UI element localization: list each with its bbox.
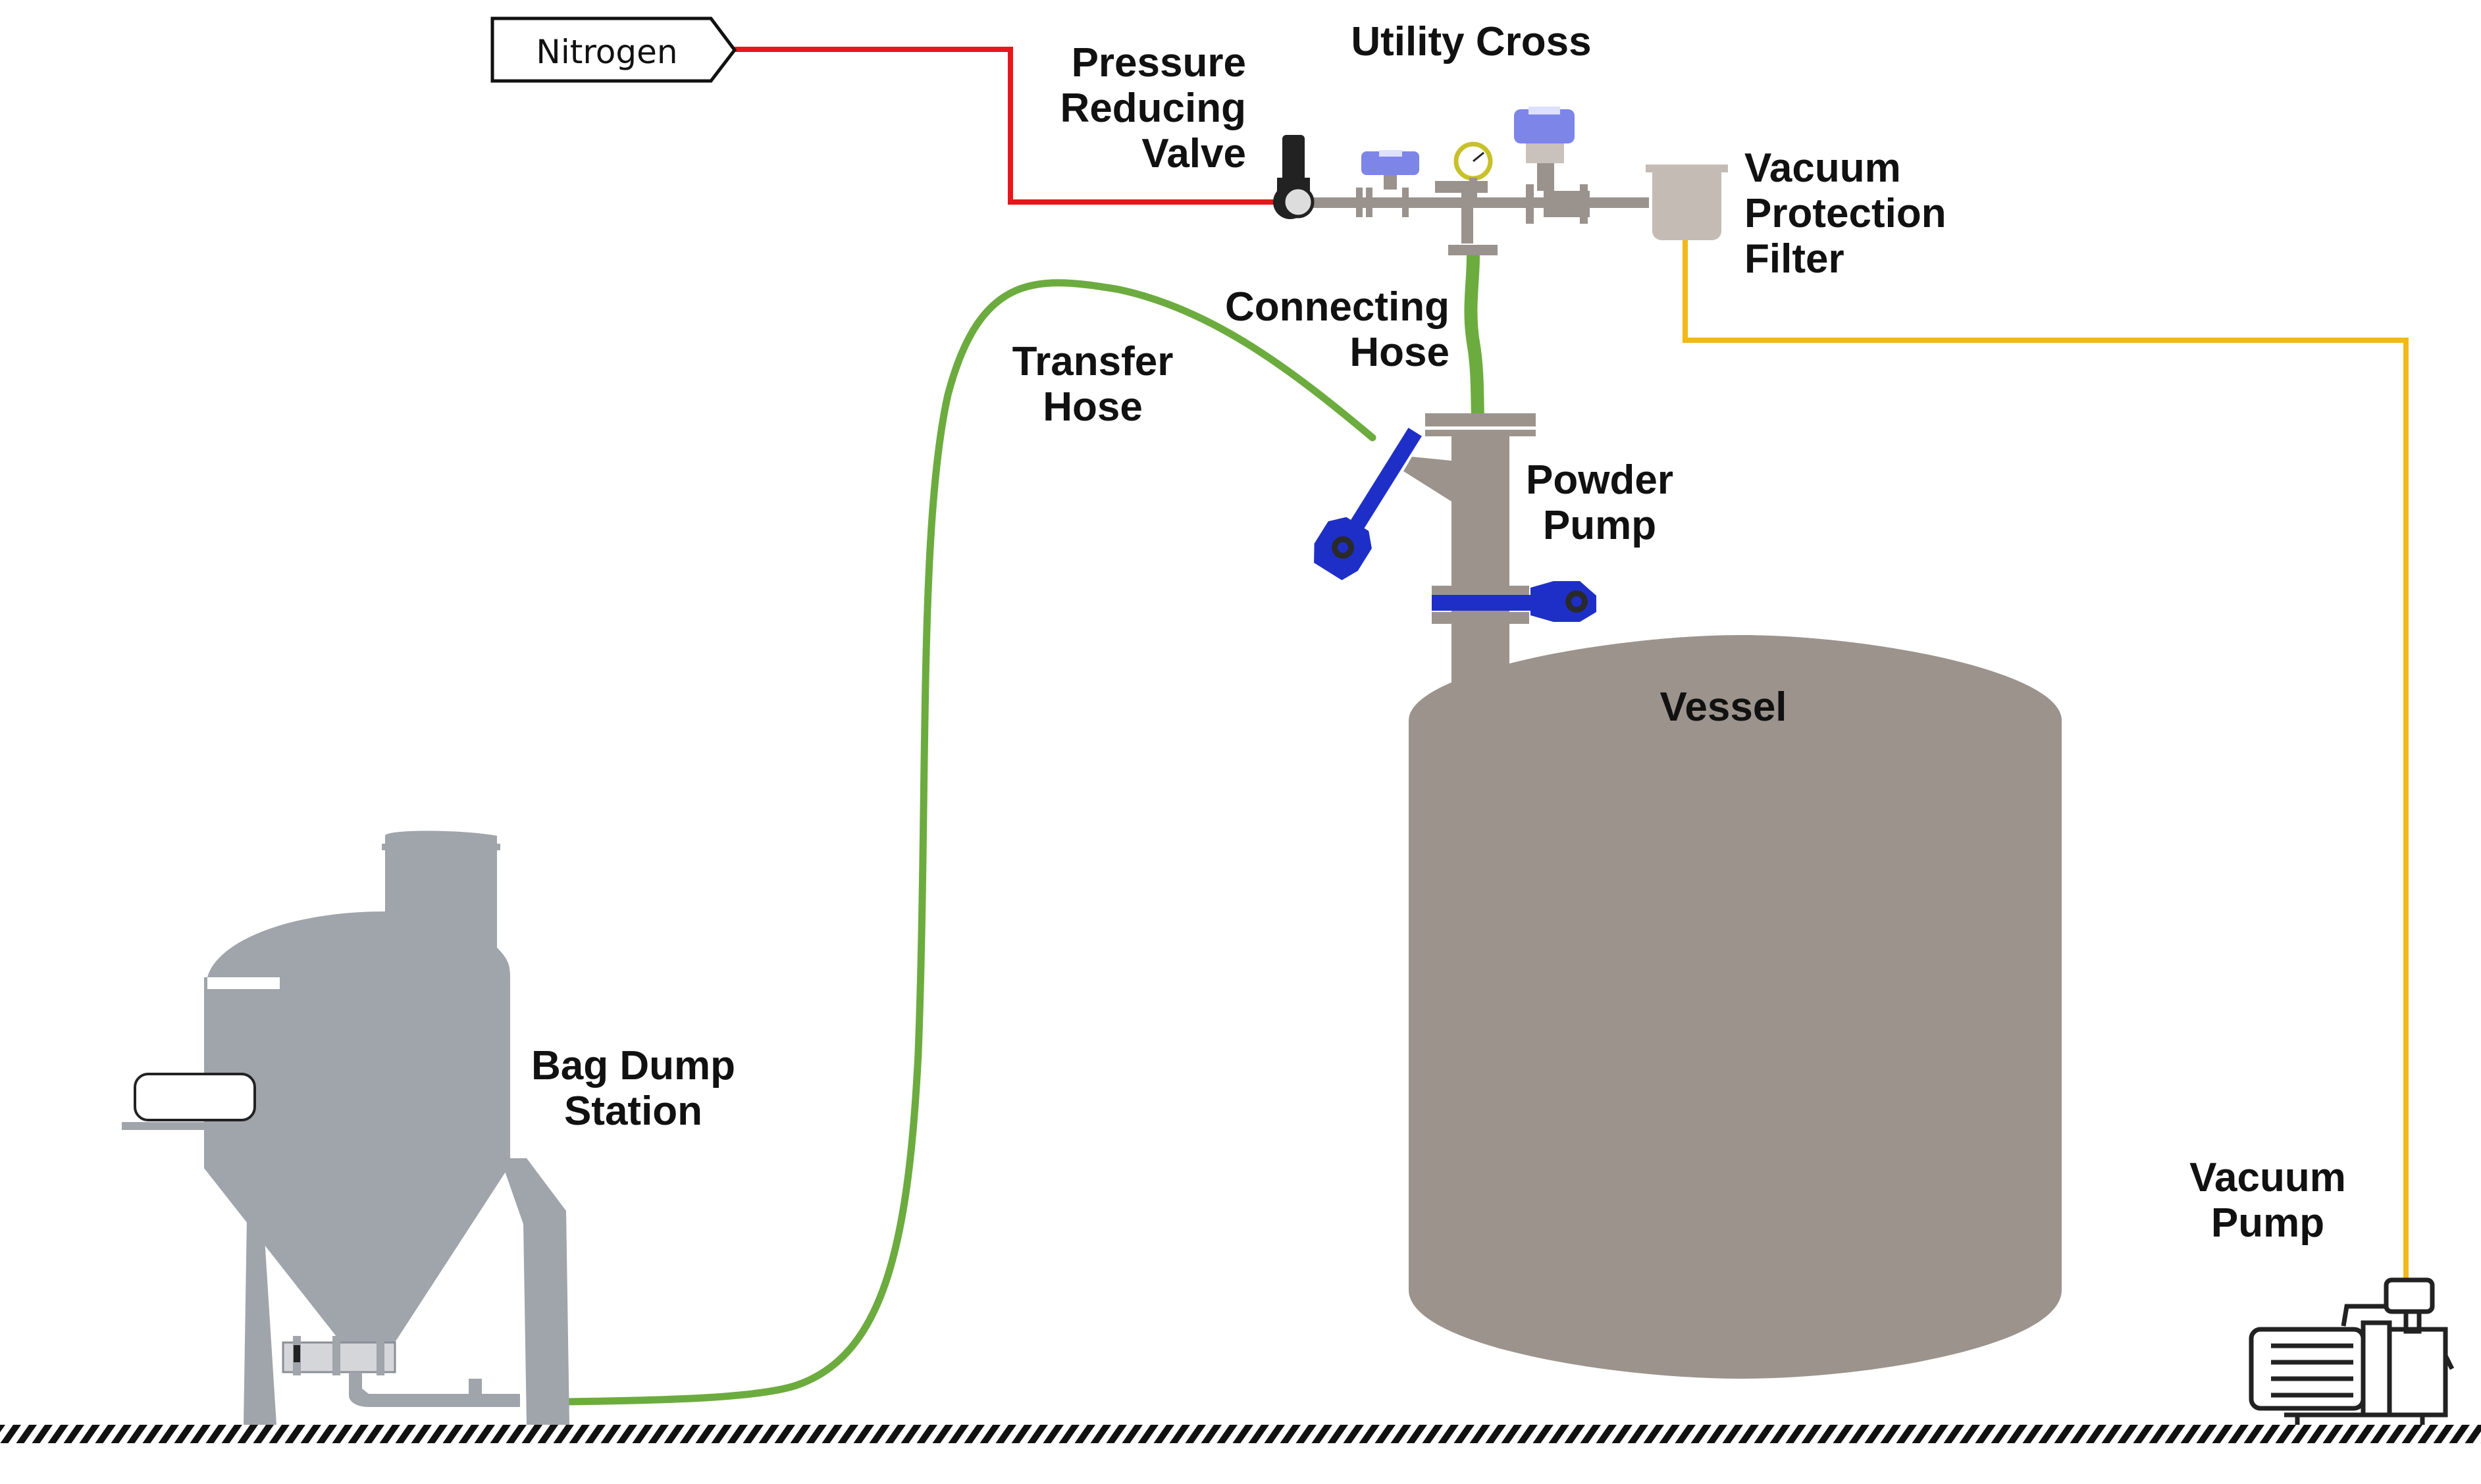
label-line: Valve [1141,131,1246,176]
label-line: Reducing [1060,86,1246,131]
motor-icon [2249,1277,2455,1425]
bag-dump-station [122,831,569,1425]
butterfly-valve-icon [1432,581,1596,622]
label-pressure-reducing-valve: Pressure Reducing Valve [1060,40,1246,176]
nitrogen-tag: Nitrogen [490,16,737,83]
label-line: Powder [1526,457,1673,503]
label-line: Connecting [1225,284,1449,330]
pressure-reducing-valve [1273,135,1315,219]
label-line: Transfer [1012,339,1174,384]
label-line: Hose [1349,330,1449,375]
label-line: Pump [1543,503,1656,548]
butterfly-valve-icon [1314,428,1422,580]
powder-pump [1314,413,1596,684]
label-transfer-hose: Transfer Hose [1012,339,1174,430]
label-line: Station [564,1088,702,1134]
label-line: Pressure [1072,40,1246,86]
vacuum-line [1683,240,2409,1282]
ground-hatch [0,1425,2481,1443]
label-line: Filter [1744,236,1844,282]
label-bag-dump-station: Bag Dump Station [531,1043,735,1134]
label-line: Vacuum [2189,1155,2346,1200]
label-line: Protection [1744,191,1946,236]
label-line: Bag Dump [531,1043,735,1088]
utility-cross [1273,107,1728,255]
label-line: Vacuum [1744,145,1901,191]
label-line: Pump [2211,1200,2324,1246]
label-vacuum-pump: Vacuum Pump [2189,1155,2346,1246]
actuator-valve-icon [1361,150,1419,190]
vacuum-protection-filter [1646,165,1728,240]
label-vacuum-protection-filter: Vacuum Protection Filter [1744,145,1946,282]
nitrogen-label: Nitrogen [536,33,677,71]
nitrogen-line [729,47,1280,205]
vessel [1409,635,2062,1379]
label-line: Hose [1043,384,1143,430]
actuator-valve-icon [1514,107,1575,191]
connecting-hose [1464,250,1484,424]
label-connecting-hose: Connecting Hose [1225,284,1449,375]
vacuum-pump [2249,1277,2455,1425]
transfer-hose [562,279,1376,1406]
label-utility-cross: Utility Cross [1351,19,1591,64]
pressure-gauge-icon [1453,141,1493,197]
label-powder-pump: Powder Pump [1526,457,1673,548]
label-vessel: Vessel [1659,684,1787,730]
